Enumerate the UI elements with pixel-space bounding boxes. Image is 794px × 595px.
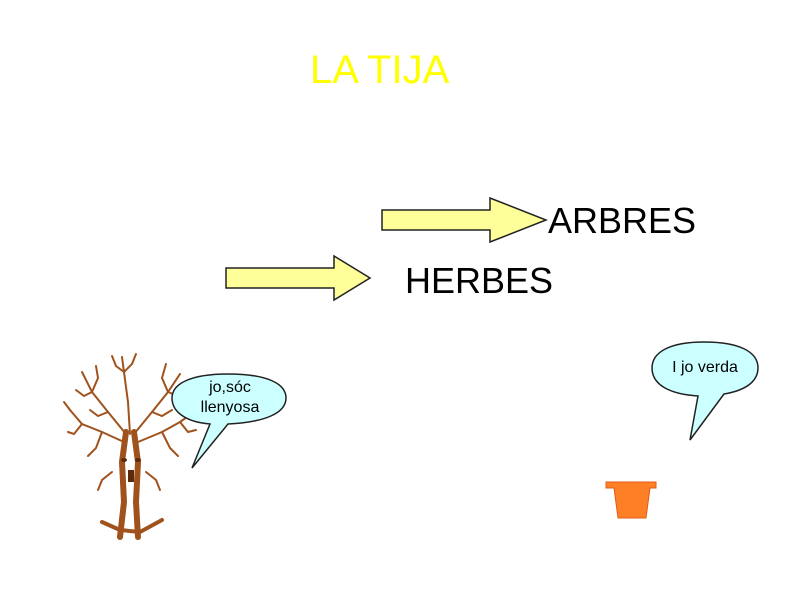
arrow-right-icon	[224, 254, 374, 302]
slide-title: LA TIJA	[310, 50, 449, 90]
speech-bubble-icon	[650, 340, 760, 444]
bubble-text-right: I jo verda	[662, 358, 748, 378]
bubble-left-line1: jo,sóc	[180, 378, 280, 398]
category-arbres: ARBRES	[548, 203, 696, 239]
flower-pot-icon	[604, 478, 658, 520]
arrow-right-icon	[380, 196, 550, 244]
bubble-text-left: jo,sóc llenyosa	[180, 378, 280, 418]
bubble-left-line2: llenyosa	[180, 398, 280, 418]
category-herbes: HERBES	[405, 263, 553, 299]
